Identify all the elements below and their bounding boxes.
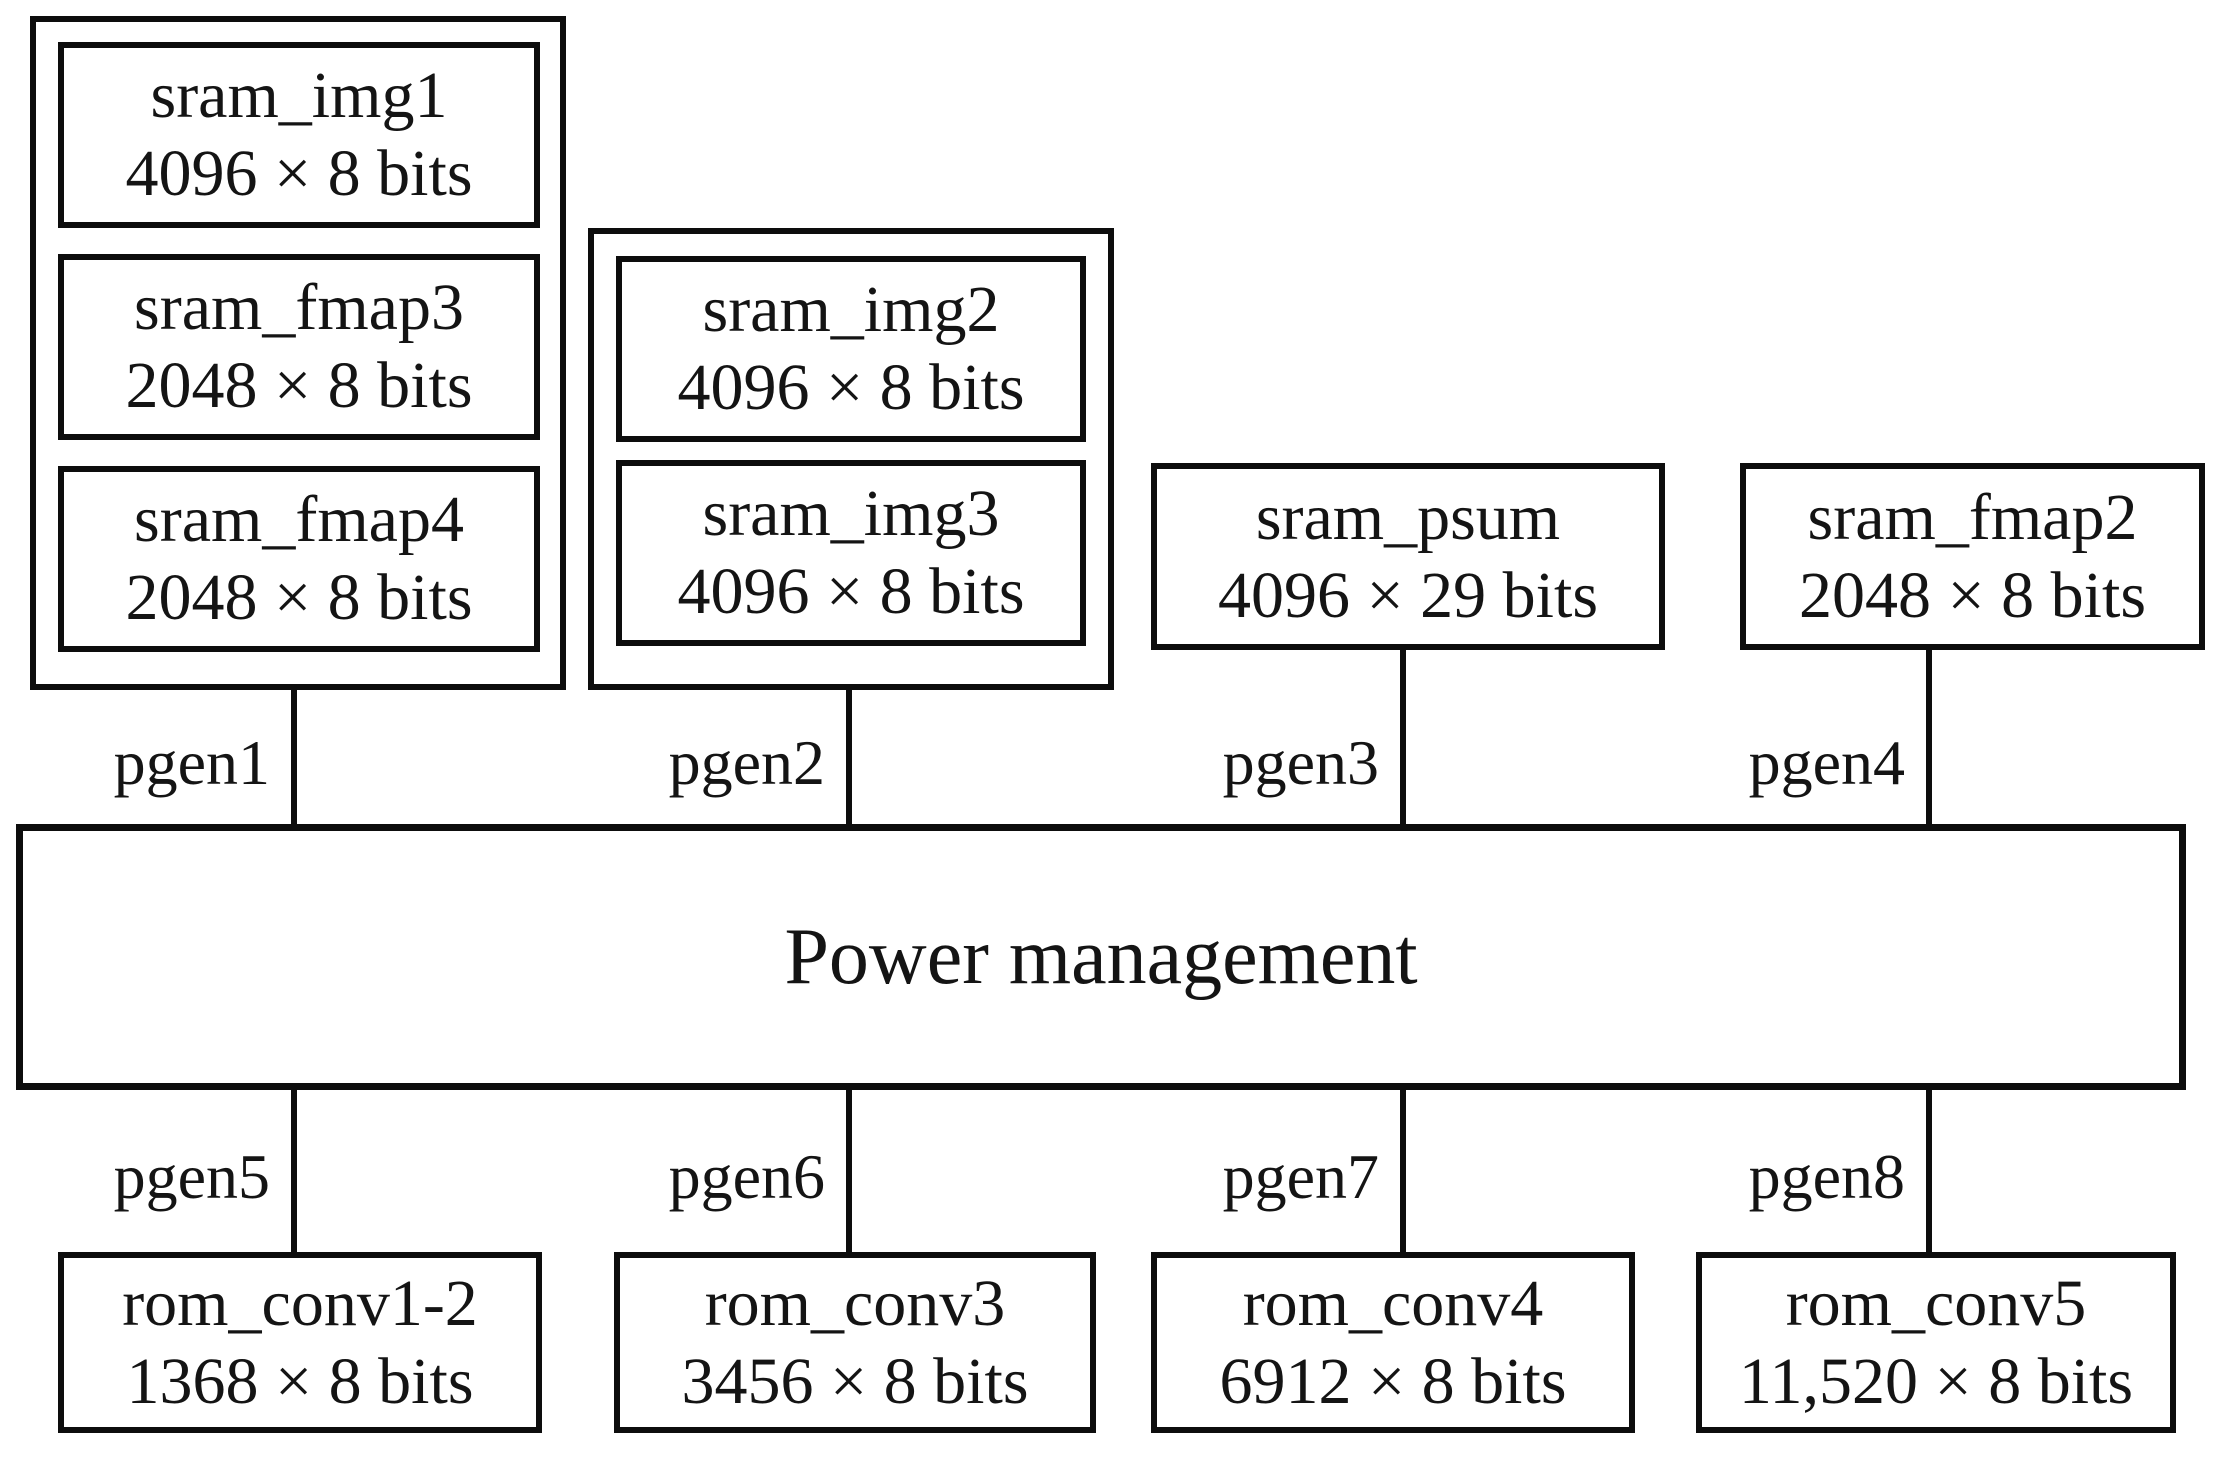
block-name: sram_img3: [702, 477, 1000, 550]
block-size: 4096 × 8 bits: [677, 351, 1025, 424]
block-name: sram_fmap2: [1807, 480, 2138, 554]
block-rom-conv5: rom_conv5 11,520 × 8 bits: [1696, 1252, 2176, 1433]
pgen2-label: pgen2: [668, 727, 825, 798]
block-rom-conv4: rom_conv4 6912 × 8 bits: [1151, 1252, 1635, 1433]
pgen6-connector: [846, 1090, 852, 1256]
pgen5-connector: [291, 1090, 297, 1256]
block-name: rom_conv1-2: [122, 1266, 478, 1340]
pgen8-connector: [1926, 1090, 1932, 1256]
block-name: sram_img2: [702, 273, 1000, 346]
block-rom-conv3: rom_conv3 3456 × 8 bits: [614, 1252, 1096, 1433]
pgen7-label: pgen7: [1222, 1141, 1379, 1212]
block-name: sram_fmap4: [134, 483, 464, 556]
block-name: rom_conv3: [704, 1266, 1006, 1340]
block-rom-conv1-2: rom_conv1-2 1368 × 8 bits: [58, 1252, 542, 1433]
block-size: 4096 × 8 bits: [677, 555, 1025, 628]
block-size: 11,520 × 8 bits: [1738, 1344, 2134, 1418]
pgen4-label: pgen4: [1748, 727, 1905, 798]
block-size: 2048 × 8 bits: [125, 561, 473, 634]
block-size: 4096 × 29 bits: [1217, 558, 1599, 632]
block-name: sram_fmap3: [134, 271, 464, 344]
block-sram-fmap2: sram_fmap2 2048 × 8 bits: [1740, 463, 2205, 650]
power-management-label: Power management: [784, 912, 1418, 1001]
pgen1-label: pgen1: [113, 727, 270, 798]
block-size: 2048 × 8 bits: [1798, 558, 2147, 632]
pgen3-connector: [1400, 648, 1406, 826]
pgen8-label: pgen8: [1748, 1141, 1905, 1212]
block-name: rom_conv5: [1785, 1266, 2087, 1340]
block-size: 4096 × 8 bits: [125, 137, 473, 210]
block-size: 3456 × 8 bits: [681, 1344, 1029, 1418]
block-sram-fmap4: sram_fmap4 2048 × 8 bits: [58, 466, 540, 652]
block-size: 6912 × 8 bits: [1219, 1344, 1567, 1418]
block-sram-img3: sram_img3 4096 × 8 bits: [616, 460, 1086, 646]
sram-group-2: sram_img2 4096 × 8 bits sram_img3 4096 ×…: [588, 228, 1114, 690]
sram-group-1: sram_img1 4096 × 8 bits sram_fmap3 2048 …: [30, 16, 566, 690]
pgen2-connector: [846, 688, 852, 826]
pgen4-connector: [1926, 648, 1932, 826]
block-size: 1368 × 8 bits: [126, 1344, 474, 1418]
pgen5-label: pgen5: [113, 1141, 270, 1212]
block-sram-img2: sram_img2 4096 × 8 bits: [616, 256, 1086, 442]
block-name: rom_conv4: [1242, 1266, 1544, 1340]
block-name: sram_img1: [150, 59, 448, 132]
block-sram-fmap3: sram_fmap3 2048 × 8 bits: [58, 254, 540, 440]
pgen7-connector: [1400, 1090, 1406, 1256]
pgen1-connector: [291, 688, 297, 826]
power-management-block: Power management: [16, 824, 2186, 1090]
block-sram-psum: sram_psum 4096 × 29 bits: [1151, 463, 1665, 650]
pgen3-label: pgen3: [1222, 727, 1379, 798]
block-name: sram_psum: [1255, 480, 1561, 554]
block-sram-img1: sram_img1 4096 × 8 bits: [58, 42, 540, 228]
pgen6-label: pgen6: [668, 1141, 825, 1212]
block-size: 2048 × 8 bits: [125, 349, 473, 422]
